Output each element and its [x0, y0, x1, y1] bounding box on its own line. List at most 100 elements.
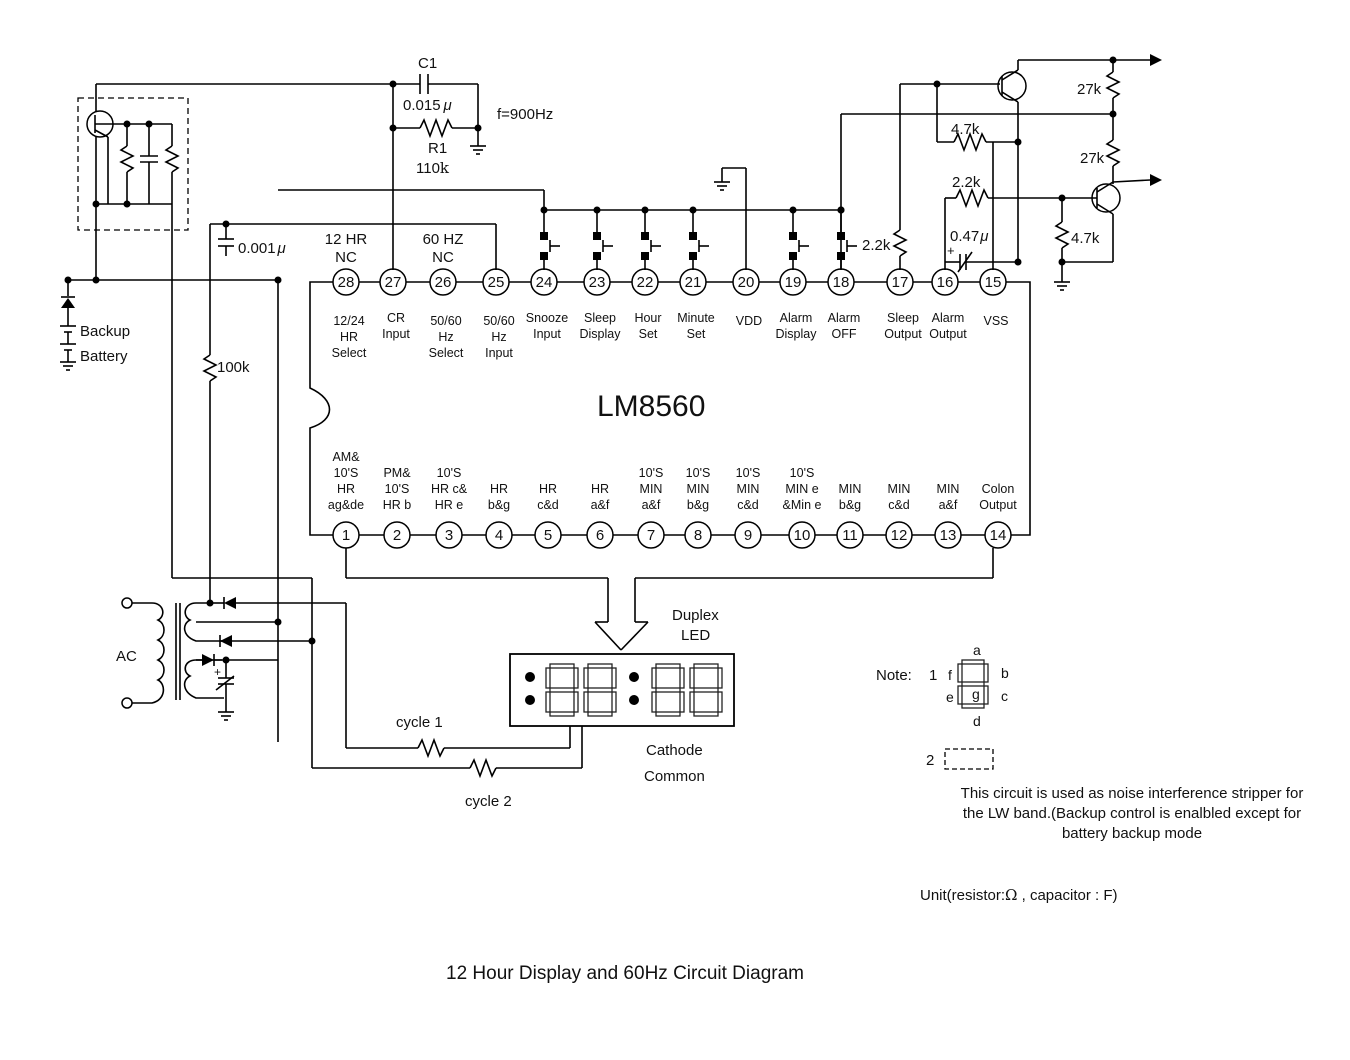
- pin-circle: [734, 521, 762, 549]
- pin-label: Set: [687, 327, 706, 341]
- segment-f: f: [948, 667, 952, 683]
- duplex-label: Duplex: [672, 607, 719, 624]
- pin-label: a&f: [939, 498, 958, 512]
- pin-number: 24: [536, 274, 553, 291]
- pin-label: MIN: [640, 482, 663, 496]
- pin-number: 12: [891, 527, 908, 544]
- pin-number: 4: [495, 527, 503, 544]
- pin-circle: [485, 521, 513, 549]
- push-switch: [641, 206, 661, 270]
- pin-number: 16: [937, 274, 954, 291]
- pin-label: 10'S: [334, 466, 359, 480]
- pin-label: 10'S: [437, 466, 462, 480]
- pin-label: Hz: [438, 330, 453, 344]
- pin-number: 2: [393, 527, 401, 544]
- pin-number: 22: [637, 274, 654, 291]
- r-27k-a-label: 27k: [1077, 81, 1102, 98]
- r-22k-b-label: 2.2k: [952, 174, 981, 191]
- pin-option-label: NC: [432, 249, 454, 266]
- pin-label: Display: [776, 327, 818, 341]
- pin-circle: [984, 521, 1012, 549]
- pin-circle: [429, 268, 457, 296]
- pin-label: c&d: [737, 498, 759, 512]
- pin-label: CR: [387, 311, 405, 325]
- pin-option-label: NC: [335, 249, 357, 266]
- common-label: Common: [644, 768, 705, 785]
- pin-label: MIN: [737, 482, 760, 496]
- pin-label: HR: [591, 482, 609, 496]
- pin-label: Alarm: [828, 311, 861, 325]
- pin-number: 13: [940, 527, 957, 544]
- pin-number: 1: [342, 527, 350, 544]
- note-line-2: the LW band.(Backup control is enalbled …: [963, 805, 1301, 822]
- segment-b: b: [1001, 665, 1009, 681]
- backup-battery: Backup Battery: [60, 276, 282, 371]
- led-digit: [651, 663, 685, 717]
- pin-label: HR: [490, 482, 508, 496]
- push-switch: [789, 206, 809, 270]
- led-digit: [583, 663, 617, 717]
- vdd-ground: [714, 167, 747, 270]
- segment-e: e: [946, 689, 954, 705]
- chip-name: LM8560: [597, 390, 705, 423]
- pin-option-label: 12 HR: [325, 231, 368, 248]
- pin-label: 50/60: [483, 314, 514, 328]
- push-switch: [593, 206, 613, 270]
- pin-label: a&f: [591, 498, 610, 512]
- pin-label: Output: [929, 327, 967, 341]
- pin-label: b&g: [687, 498, 709, 512]
- pin-label: Sleep: [584, 311, 616, 325]
- pin-label: Output: [979, 498, 1017, 512]
- pin-label: VDD: [736, 314, 762, 328]
- pin-number: 25: [488, 274, 505, 291]
- svg-text:0.47μ: 0.47μ: [950, 228, 988, 245]
- pin-label: MIN: [687, 482, 710, 496]
- cycle2-label: cycle 2: [465, 793, 512, 810]
- r-27k-b-label: 27k: [1080, 150, 1105, 167]
- note-line-1: This circuit is used as noise interferen…: [961, 785, 1304, 802]
- pin-label: HR c&: [431, 482, 468, 496]
- push-switch: [689, 206, 709, 270]
- pin-label: HR: [340, 330, 358, 344]
- r-47k-a-label: 4.7k: [951, 121, 980, 138]
- pin-number: 9: [744, 527, 752, 544]
- pin-label: c&d: [537, 498, 559, 512]
- r-22k-a-label: 2.2k: [862, 237, 891, 254]
- unit-prefix: Unit(resistor:: [920, 887, 1005, 904]
- unit-suffix: , capacitor : F): [1017, 887, 1117, 904]
- pin-label: HR b: [383, 498, 412, 512]
- pin-number: 23: [589, 274, 606, 291]
- pin-label: Alarm: [932, 311, 965, 325]
- segment-c: c: [1001, 688, 1008, 704]
- pin-label: AM&: [332, 450, 360, 464]
- pin-circle: [885, 521, 913, 549]
- pin-number: 17: [892, 274, 909, 291]
- pin-circle: [332, 268, 360, 296]
- led-display: [509, 653, 735, 727]
- pin-label: Input: [533, 327, 561, 341]
- svg-text:110k: 110k: [416, 159, 450, 177]
- pin-label: ag&de: [328, 498, 364, 512]
- pin-label: Snooze: [526, 311, 568, 325]
- pin-option-label: 60 HZ: [423, 231, 464, 248]
- pin-number: 27: [385, 274, 402, 291]
- segment-legend-digit: [957, 659, 989, 709]
- pin-label: Set: [639, 327, 658, 341]
- pin-label: Alarm: [780, 311, 813, 325]
